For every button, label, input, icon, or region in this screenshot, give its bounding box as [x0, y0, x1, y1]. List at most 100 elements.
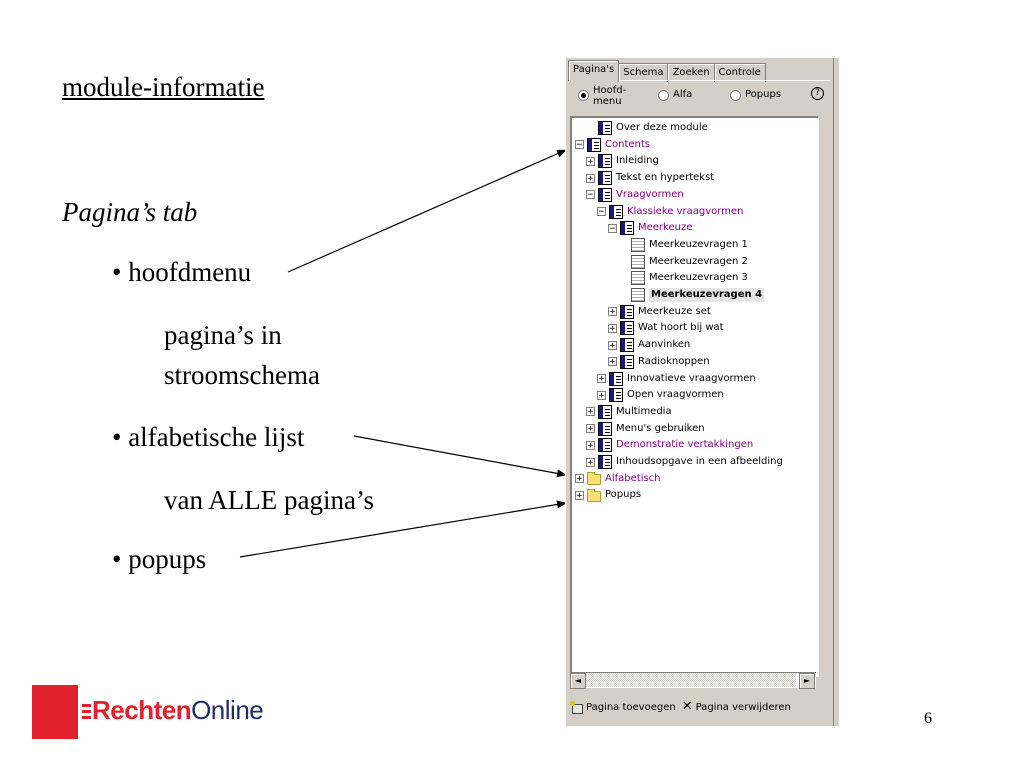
tree-item-label: Contents: [605, 138, 650, 150]
radio-alfa-dot[interactable]: [658, 90, 669, 101]
radio-hoofdmenu[interactable]: Hoofd- menu: [578, 85, 626, 107]
book-icon: [598, 421, 612, 436]
radio-alfa-label: Alfa: [673, 89, 693, 100]
tree-item-label: Open vraagvormen: [627, 389, 724, 401]
book-icon: [620, 321, 634, 336]
tree-item-label: Innovatieve vraagvormen: [627, 372, 756, 384]
logo-mark-bars-icon: [82, 704, 91, 722]
radio-popups[interactable]: Popups: [730, 85, 781, 101]
scroll-right-icon[interactable]: ►: [799, 673, 815, 689]
expand-plus-icon[interactable]: +: [608, 323, 617, 334]
tree-item[interactable]: Meerkeuzevragen 4: [619, 287, 765, 303]
logo-text-rechten: Rechten: [92, 695, 192, 725]
logo-text-online: Online: [191, 695, 264, 725]
bullet-hoofdmenu-detail-2: stroomschema: [164, 360, 320, 390]
expand-plus-icon[interactable]: +: [597, 374, 606, 384]
collapse-minus-icon[interactable]: −: [597, 207, 606, 217]
tree-item[interactable]: + Open vraagvormen: [597, 387, 724, 403]
tree-item[interactable]: − Klassieke vraagvormen: [597, 204, 743, 220]
expand-plus-icon[interactable]: +: [586, 407, 595, 418]
tree-item[interactable]: − Vraagvormen: [586, 187, 684, 203]
tree-item-label: Meerkeuzevragen 1: [649, 238, 748, 250]
book-icon: [620, 304, 634, 319]
add-page-label: Pagina toevoegen: [586, 701, 676, 713]
bullet-hoofdmenu-detail-1: pagina’s in: [164, 320, 282, 350]
tree-item[interactable]: Meerkeuzevragen 3: [619, 270, 748, 286]
page-icon: [631, 254, 645, 269]
collapse-minus-icon[interactable]: −: [586, 190, 595, 201]
radio-alfa[interactable]: Alfa: [658, 85, 692, 101]
expand-plus-icon[interactable]: +: [608, 340, 617, 351]
radio-popups-dot[interactable]: [730, 90, 741, 101]
expand-plus-icon[interactable]: +: [586, 156, 595, 167]
book-icon: [587, 137, 601, 152]
expand-plus-icon[interactable]: +: [608, 357, 617, 368]
tree-item[interactable]: +Aanvinken: [608, 337, 690, 353]
tree-item-label: Meerkeuze set: [638, 305, 711, 317]
tree-item-label: Alfabetisch: [605, 472, 661, 484]
tree-item[interactable]: + Multimedia: [586, 404, 672, 420]
expand-plus-icon[interactable]: +: [608, 307, 617, 318]
tree-item-label: Tekst en hypertekst: [616, 172, 715, 184]
radio-popups-label: Popups: [745, 89, 782, 100]
bullet-popups: • popups: [112, 544, 207, 574]
tree-item[interactable]: + Tekst en hypertekst: [586, 170, 714, 186]
book-icon: [598, 404, 612, 419]
book-icon: [609, 204, 623, 219]
expand-plus-icon[interactable]: +: [575, 490, 584, 501]
tree-item[interactable]: + Alfabetisch: [575, 471, 661, 487]
expand-plus-icon[interactable]: +: [586, 424, 595, 435]
tab-body-edge: [568, 80, 830, 81]
tree-item[interactable]: + Inhoudsopgave in een afbeelding: [586, 454, 783, 470]
horizontal-scrollbar[interactable]: ◄ ►: [570, 672, 816, 689]
tree-item-label: Menu's gebruiken: [616, 422, 705, 434]
page-tree[interactable]: Over deze module−Contents+Inleiding+Teks…: [570, 116, 819, 677]
tree-item[interactable]: + Meerkeuze set: [608, 304, 711, 320]
tab-paginas[interactable]: Pagina's: [568, 60, 620, 81]
bullet-alfabetische-lijst: • alfabetische lijst: [112, 422, 305, 452]
tree-item[interactable]: +Radioknoppen: [608, 354, 710, 370]
scroll-track-area[interactable]: [586, 673, 796, 687]
tree-item[interactable]: + Innovatieve vraagvormen: [597, 371, 756, 387]
arrow-alfabetische-lijst: [353, 435, 567, 478]
tree-item[interactable]: Over deze module: [586, 120, 708, 136]
book-icon: [598, 121, 612, 135]
add-page-button[interactable]: Pagina toevoegen: [570, 701, 676, 714]
radio-hoofdmenu-label-line2: menu: [593, 96, 622, 107]
slide-title: module-informatie: [62, 72, 265, 102]
tree-item-label: Demonstratie vertakkingen: [616, 439, 754, 451]
logo-text: RechtenOnline: [92, 695, 264, 726]
book-icon: [620, 221, 634, 236]
expand-plus-icon[interactable]: +: [586, 440, 595, 451]
tree-item[interactable]: +Wat hoort bij wat: [608, 320, 724, 336]
add-page-icon: [570, 701, 583, 714]
tree-item-label: Inhoudsopgave in een afbeelding: [616, 456, 783, 467]
collapse-minus-icon[interactable]: −: [575, 140, 584, 151]
expand-plus-icon[interactable]: +: [597, 390, 606, 401]
delete-page-label: Pagina verwijderen: [695, 701, 791, 713]
collapse-minus-icon[interactable]: −: [608, 223, 617, 234]
tree-item-label: Klassieke vraagvormen: [627, 205, 744, 217]
tree-item[interactable]: + Menu's gebruiken: [586, 421, 705, 437]
expand-plus-icon[interactable]: +: [575, 474, 584, 485]
tree-item-label: Meerkeuzevragen 4: [649, 288, 765, 302]
tree-item[interactable]: +Popups: [575, 487, 641, 503]
tab-controle[interactable]: Controle: [713, 63, 766, 82]
tree-item-label: Multimedia: [616, 405, 672, 417]
question-mark-icon[interactable]: ?: [811, 87, 824, 100]
book-icon: [598, 154, 612, 169]
tree-item-label: Vraagvormen: [616, 188, 684, 200]
expand-plus-icon[interactable]: +: [586, 173, 595, 184]
slide-subtitle: Pagina’s tab: [62, 197, 198, 227]
tree-item[interactable]: −Meerkeuze: [608, 220, 692, 236]
delete-page-button[interactable]: ✕ Pagina verwijderen: [682, 700, 791, 713]
rechten-online-logo: RechtenOnline: [32, 685, 302, 739]
tree-item[interactable]: +Inleiding: [586, 153, 659, 169]
expand-plus-icon[interactable]: +: [586, 457, 595, 468]
scroll-left-icon[interactable]: ◄: [570, 673, 586, 689]
radio-hoofdmenu-dot[interactable]: [578, 90, 589, 101]
tree-item[interactable]: + Demonstratie vertakkingen: [586, 437, 753, 453]
tree-item[interactable]: − Contents: [575, 137, 650, 153]
tree-item[interactable]: Meerkeuzevragen 2: [619, 254, 748, 270]
tree-item[interactable]: Meerkeuzevragen 1: [619, 237, 748, 253]
